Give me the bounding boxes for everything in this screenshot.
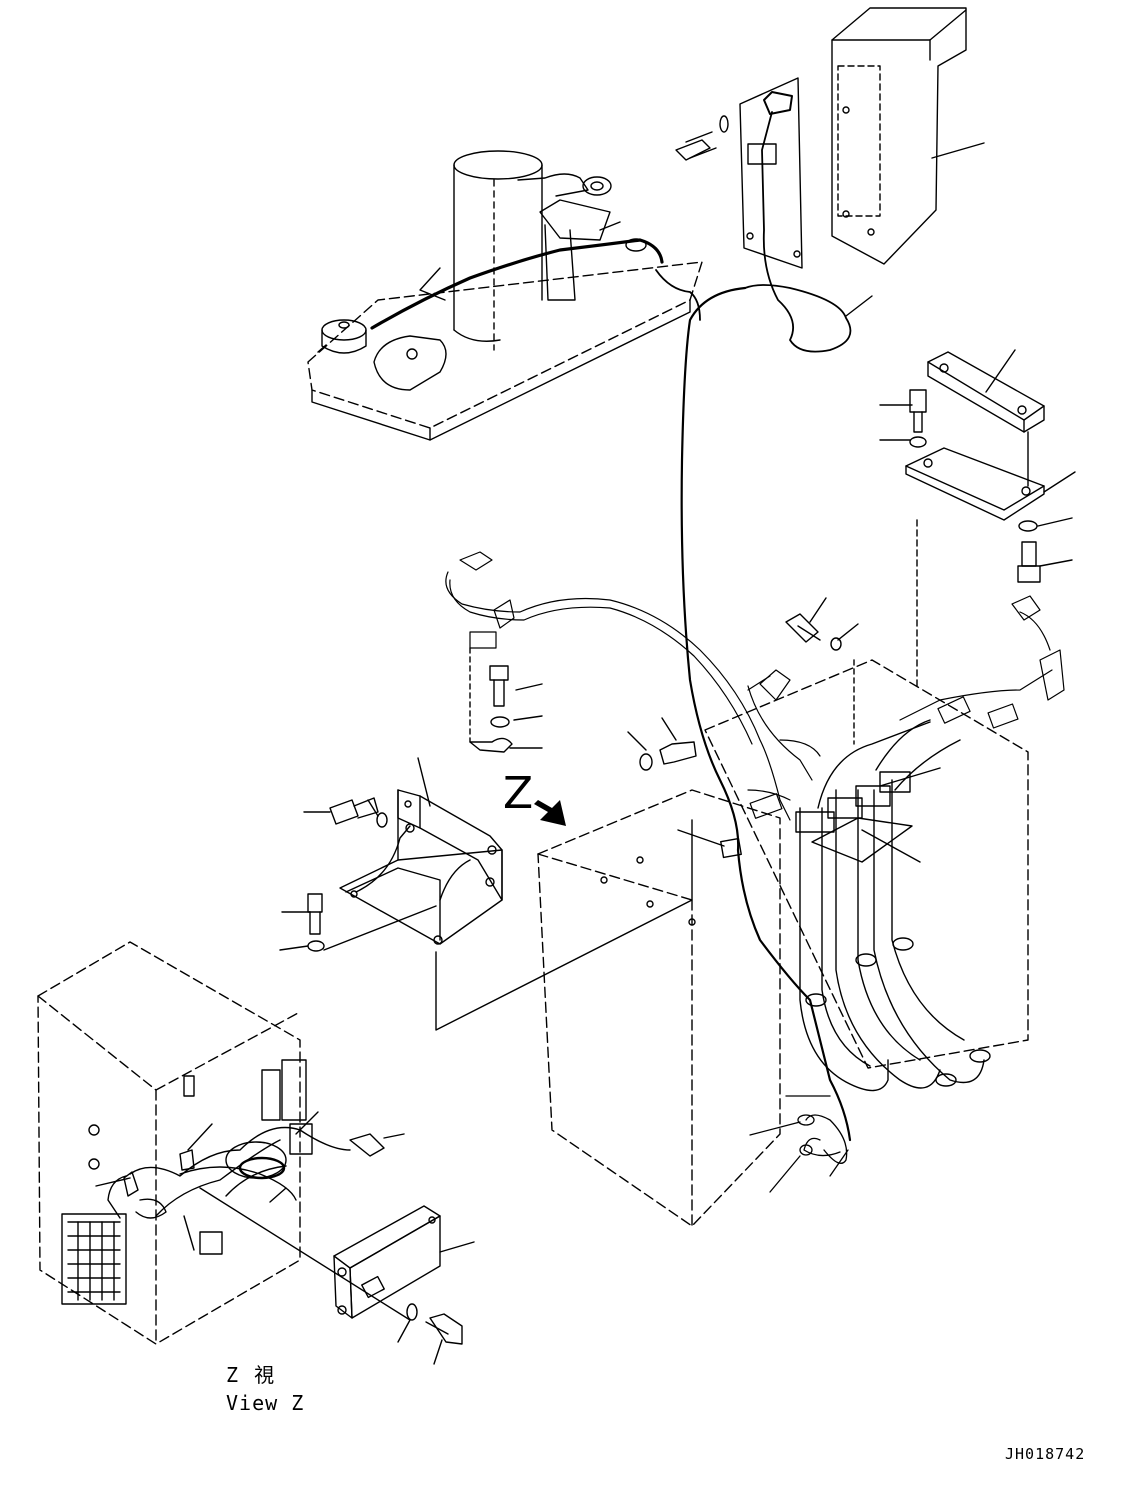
clamp-plate [811,817,913,863]
view-z-connectors [88,1059,313,1255]
bracket-mount-line [435,819,693,1031]
buzzer-wire [370,238,664,330]
controller-bracket [339,789,503,945]
switch-harness [744,111,852,353]
leaders-right [879,349,1076,567]
view-z-arrow [534,800,566,826]
switch-mount-bolt [675,115,729,161]
buzzer [321,319,367,354]
bracket-bolts [279,757,431,952]
view-z-leaders [95,1111,411,1321]
harness-clip [677,829,742,859]
controller-unit [333,1205,475,1319]
ground-wires [749,1095,849,1193]
column-base-plate [307,221,703,441]
center-bolt-set [469,647,543,753]
cabinet-holes [600,856,696,926]
cover-plate [905,447,1045,521]
view-z-title-en: View Z [226,1391,305,1415]
plate-bolt [909,389,927,448]
main-harness-cable [680,286,852,1142]
hose-fitting-bolts [785,597,859,745]
leader-side-cover [931,142,985,159]
center-cabinet [537,789,781,1227]
center-harness [445,551,791,821]
center-washer-bolt [627,717,697,771]
lower-plate-bolt [1017,520,1041,583]
view-z-title-jp: Z 視 [226,1363,277,1387]
steering-column-pipe [419,150,647,351]
spacer-block [927,351,1045,433]
leader-clamp [879,767,941,787]
leader-switch-harness [845,295,873,317]
right-harness [747,595,1065,819]
buzzer-wire-tail [655,269,701,321]
hose-clamps [795,721,931,833]
switch-bracket [739,77,803,269]
view-z-marker: Z [503,768,534,819]
buzzer-mount-pad [373,335,447,391]
valve-block [704,659,1029,1069]
bracket-bolt-line [323,905,437,951]
leader-clamp-plate [861,829,921,863]
view-z-fuse-box [61,1213,127,1305]
view-z-harness [107,1126,405,1219]
side-cover-panel [831,7,967,265]
controller-bolts [397,1303,463,1365]
drawing-code: JH018742 [1005,1445,1086,1463]
valve-hoses [799,719,991,1092]
